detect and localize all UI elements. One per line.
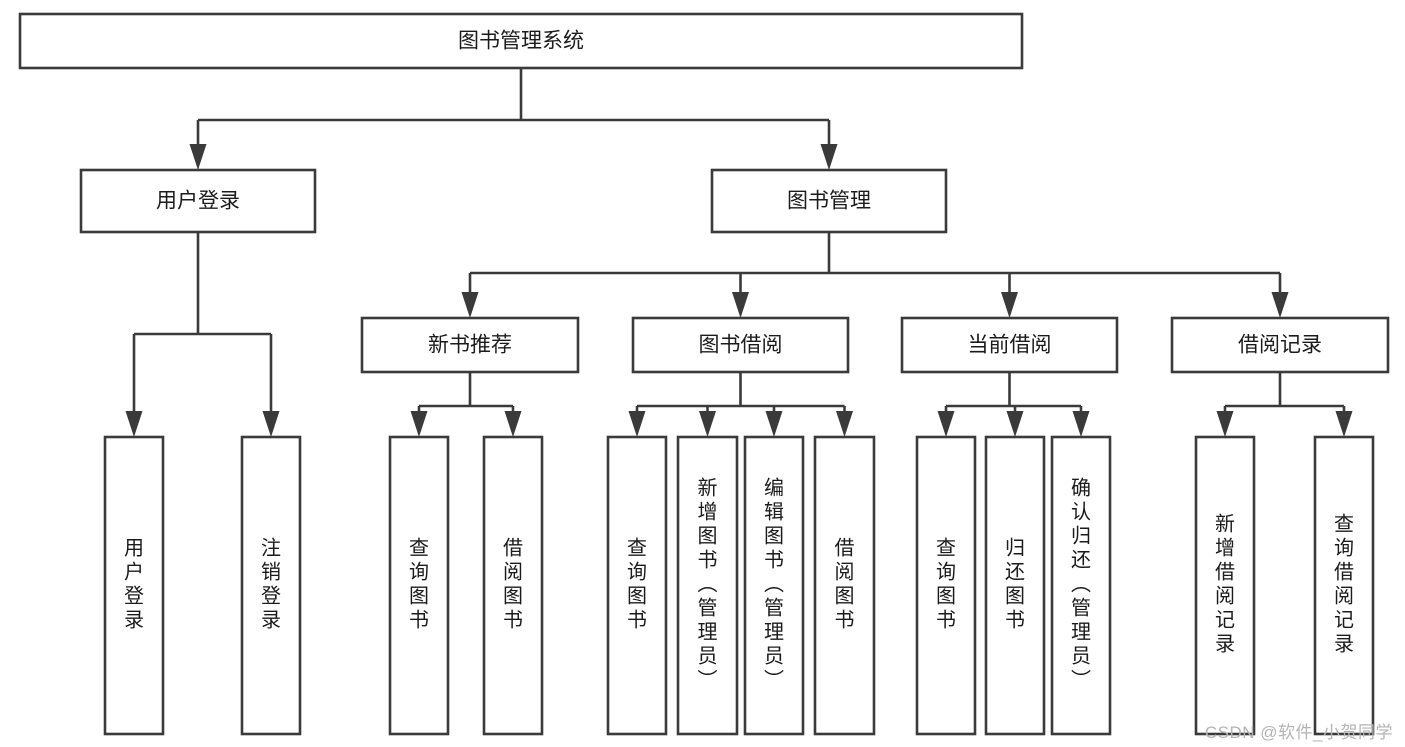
connector-to-leaf-logout-login-head (262, 411, 280, 437)
node-box-leaf-logout-login (240, 435, 302, 736)
node-label-new-book-recommend: 新书推荐 (428, 334, 512, 357)
node-label-leaf-confirm-return: 确认归还︵管理员︶ (1071, 477, 1091, 692)
node-label-leaf-query-book-3: 查询图书 (936, 537, 956, 632)
connector-to-user-login-head (189, 144, 207, 170)
node-box-leaf-add-book (676, 435, 739, 736)
node-leaf-user-login[interactable]: 用户登录 (103, 435, 165, 736)
connector-to-leaf-add-borrow-record-head (1216, 411, 1234, 437)
node-label-leaf-return-book: 归还图书 (1005, 537, 1025, 632)
node-leaf-return-book[interactable]: 归还图书 (984, 435, 1046, 736)
connector-to-leaf-add-book-head (699, 411, 716, 437)
connector-to-leaf-edit-book-head (765, 411, 783, 437)
node-leaf-add-borrow-record[interactable]: 新增借阅记录 (1194, 435, 1256, 736)
watermark-text: CSDN @软件_小贺同学 (1204, 723, 1393, 742)
node-leaf-confirm-return[interactable]: 确认归还︵管理员︶ (1050, 435, 1112, 736)
node-box-borrow-record (1170, 316, 1390, 374)
node-box-leaf-borrow-book-2 (813, 435, 876, 736)
node-label-root: 图书管理系统 (458, 30, 584, 53)
node-leaf-edit-book[interactable]: 编辑图书︵管理员︶ (743, 435, 805, 736)
node-box-user-login (79, 168, 317, 234)
node-box-leaf-query-book-1 (388, 435, 450, 736)
node-label-book-borrow: 图书借阅 (699, 334, 783, 357)
node-label-leaf-edit-book: 编辑图书︵管理员︶ (764, 477, 784, 692)
node-label-leaf-query-book-1: 查询图书 (409, 537, 429, 632)
node-user-login[interactable]: 用户登录 (79, 168, 317, 234)
connector-to-leaf-query-book-1-head (410, 411, 428, 437)
node-box-leaf-confirm-return (1050, 435, 1112, 736)
node-label-book-management: 图书管理 (787, 190, 871, 213)
node-box-leaf-edit-book (743, 435, 805, 736)
node-leaf-query-book-1[interactable]: 查询图书 (388, 435, 450, 736)
node-current-borrow[interactable]: 当前借阅 (900, 316, 1119, 374)
node-borrow-record[interactable]: 借阅记录 (1170, 316, 1390, 374)
node-root[interactable]: 图书管理系统 (18, 12, 1024, 70)
node-new-book-recommend[interactable]: 新书推荐 (360, 316, 580, 374)
connector-to-new-book-recommend-head (461, 292, 479, 318)
connector-to-leaf-user-login-head (125, 411, 143, 437)
connector-to-book-borrow-head (732, 292, 749, 318)
node-leaf-query-book-2[interactable]: 查询图书 (606, 435, 668, 736)
node-label-leaf-logout-login: 注销登录 (261, 537, 281, 632)
node-label-leaf-user-login: 用户登录 (124, 538, 144, 632)
node-label-user-login: 用户登录 (156, 190, 240, 213)
node-box-root (18, 12, 1024, 70)
node-label-leaf-query-book-2: 查询图书 (627, 537, 647, 632)
connector-to-leaf-return-book-head (1006, 411, 1024, 437)
node-book-management[interactable]: 图书管理 (710, 168, 948, 234)
node-box-leaf-query-book-3 (915, 435, 977, 736)
node-leaf-borrow-book-2[interactable]: 借阅图书 (813, 435, 876, 736)
node-leaf-query-book-3[interactable]: 查询图书 (915, 435, 977, 736)
node-label-leaf-query-borrow-record: 查询借阅记录 (1334, 513, 1354, 656)
connector-to-current-borrow-head (1001, 292, 1018, 318)
connector-layer (125, 68, 1353, 437)
node-label-leaf-add-borrow-record: 新增借阅记录 (1215, 513, 1235, 656)
connector-to-leaf-borrow-book-1-head (504, 411, 522, 437)
connector-to-leaf-query-borrow-record-head (1335, 411, 1353, 437)
node-box-book-borrow (631, 316, 850, 374)
connector-to-leaf-borrow-book-2-head (836, 411, 853, 437)
connector-to-leaf-query-book-2-head (628, 411, 646, 437)
node-layer: 图书管理系统用户登录图书管理新书推荐图书借阅当前借阅借阅记录用户登录注销登录查询… (18, 12, 1390, 736)
node-box-current-borrow (900, 316, 1119, 374)
node-leaf-borrow-book-1[interactable]: 借阅图书 (482, 435, 544, 736)
node-box-leaf-borrow-book-1 (482, 435, 544, 736)
node-box-leaf-query-borrow-record (1313, 435, 1375, 736)
node-leaf-query-borrow-record[interactable]: 查询借阅记录 (1313, 435, 1375, 736)
node-label-leaf-borrow-book-2: 借阅图书 (835, 537, 855, 632)
node-box-leaf-query-book-2 (606, 435, 668, 736)
node-label-leaf-borrow-book-1: 借阅图书 (503, 537, 523, 632)
node-label-borrow-record: 借阅记录 (1238, 334, 1322, 357)
node-box-leaf-add-borrow-record (1194, 435, 1256, 736)
connector-to-leaf-confirm-return-head (1072, 411, 1090, 437)
node-leaf-add-book[interactable]: 新增图书︵管理员︶ (676, 435, 739, 736)
node-label-leaf-add-book: 新增图书︵管理员︶ (698, 477, 718, 692)
connector-to-borrow-record-head (1271, 292, 1289, 318)
node-book-borrow[interactable]: 图书借阅 (631, 316, 850, 374)
node-box-leaf-return-book (984, 435, 1046, 736)
connector-to-leaf-query-book-3-head (937, 411, 955, 437)
node-leaf-logout-login[interactable]: 注销登录 (240, 435, 302, 736)
node-box-leaf-user-login (103, 435, 165, 736)
connector-to-book-management-head (820, 144, 838, 170)
node-label-current-borrow: 当前借阅 (968, 334, 1052, 357)
node-box-new-book-recommend (360, 316, 580, 374)
node-box-book-management (710, 168, 948, 234)
